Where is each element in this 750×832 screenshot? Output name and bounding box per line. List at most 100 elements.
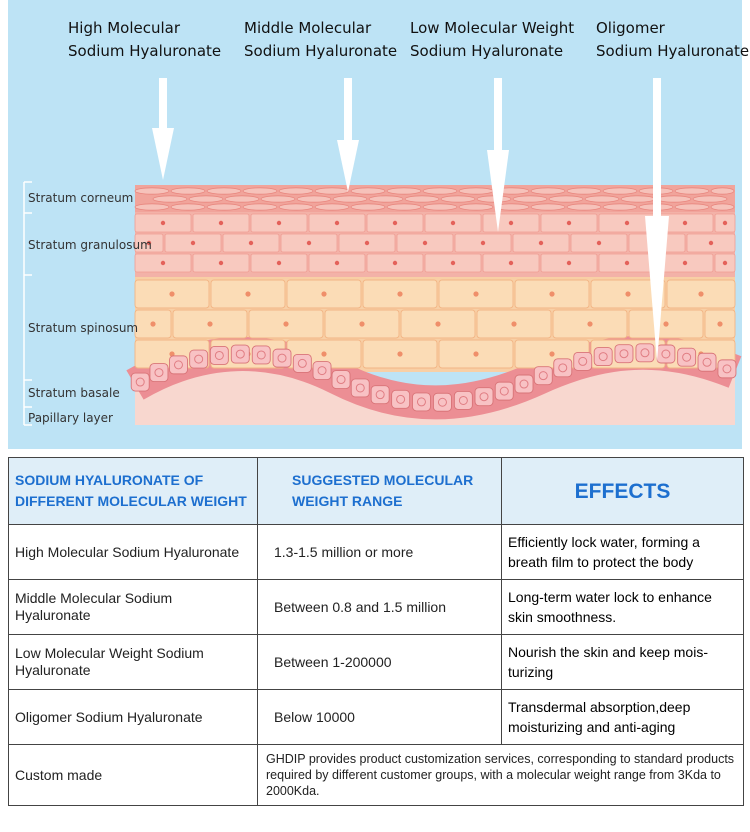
corneum-cell [620,195,656,203]
cell-nucleus [596,240,602,246]
cell-nucleus [235,349,245,359]
layer-bracket [23,181,32,426]
basale-cell [614,344,634,364]
corneum-cell [278,187,314,195]
cell-nucleus [549,291,555,297]
basale-cell [656,344,676,364]
basale-cell [593,347,613,367]
corneum-cell [548,195,584,203]
cell-nucleus [538,240,544,246]
corneum-cell [296,195,332,203]
table-row: Low Molecular Weight Sodium Hyaluronate … [8,634,744,690]
cell-nucleus [396,394,406,404]
corneum-cell [512,195,548,203]
cell-nucleus [538,371,548,381]
cell-nucleus [450,260,456,266]
basale-cell [432,392,452,412]
cell-nucleus [549,351,555,357]
corneum-cell [368,195,404,203]
basale-cell [130,372,150,392]
basale-cell [514,374,534,394]
low-molecular-arrow [487,78,509,232]
basale-cell [391,389,411,409]
header-middle-molecular: Middle Molecular Sodium Hyaluronate [244,17,397,63]
basale-cell [533,366,553,386]
corneum-cell [530,203,566,211]
cell-effect: Long-term water lock to enhance skin smo… [501,579,744,635]
table-row: Oligomer Sodium Hyaluronate Below 10000 … [8,689,744,745]
corneum-cell [566,203,602,211]
cell-nucleus [321,291,327,297]
corneum-cell [584,195,620,203]
corneum-cell [170,203,206,211]
cell-nucleus [558,363,568,373]
basale-cell [350,378,370,398]
cell-nucleus [392,220,398,226]
cell-nucleus [306,240,312,246]
cell-nucleus [566,220,572,226]
corneum-cell [674,203,710,211]
cell-range: Below 10000 [257,689,502,745]
cell-nucleus [190,240,196,246]
high-molecular-arrow [152,78,174,180]
basale-cell [412,392,431,412]
cell-nucleus [450,220,456,226]
corneum-cell [566,187,602,195]
cell-nucleus [283,321,289,327]
cell-nucleus [256,350,266,360]
cell-nucleus [480,240,486,246]
skin-layer-diagram [8,0,742,449]
header-line: Sodium Hyaluronate [68,42,222,60]
layer-label-basale: Stratum basale [28,386,120,400]
cell-custom-text: GHDIP provides product customization ser… [257,744,744,806]
cell-nucleus [624,220,630,226]
basale-cell [553,358,573,378]
corneum-cell [458,203,494,211]
corneum-cell [656,195,692,203]
cell-range: Between 0.8 and 1.5 million [257,579,502,635]
corneum-cell [350,187,386,195]
header-line: Low Molecular Weight [410,19,575,37]
cell-nucleus [297,358,307,368]
cell-nucleus [578,356,588,366]
corneum-cell [350,203,386,211]
cell-effect: Nourish the skin and keep mois-turizing [501,634,744,690]
cell-nucleus [218,260,224,266]
basale-cell [573,351,593,371]
cell-nucleus [150,321,156,327]
header-type: SODIUM HYALURONATE OF DIFFERENT MOLECULA… [8,457,258,525]
cell-nucleus [334,260,340,266]
header-high-molecular: High Molecular Sodium Hyaluronate [68,17,221,63]
molecular-weight-table: SODIUM HYALURONATE OF DIFFERENT MOLECULA… [8,457,744,806]
middle-molecular-arrow [337,78,359,192]
cell-effect: Efficiently lock water, forming a breath… [501,524,744,580]
cell-nucleus [663,321,669,327]
basale-cell [453,391,473,410]
header-line: Sodium Hyaluronate [596,42,750,60]
cell-nucleus [416,397,426,407]
basale-cell [677,347,697,367]
header-line: High Molecular [68,19,181,37]
skin-cross-section [126,185,742,425]
layer-label-granulosum: Stratum granulosum [28,238,152,252]
table-row-custom: Custom made GHDIP provides product custo… [8,744,744,806]
basale-cell [230,344,250,364]
cell-pattern [130,187,737,412]
cell-effect: Transdermal absorption,deep moisturizing… [501,689,744,745]
cell-nucleus [245,291,251,297]
corneum-cell [386,187,422,195]
corneum-cell [188,195,224,203]
cell-nucleus [702,357,712,367]
cell-type: Middle Molecular Sodium Hyaluronate [8,579,258,635]
corneum-cell [260,195,296,203]
cell-nucleus [321,351,327,357]
cell-nucleus [519,379,529,389]
header-low-molecular: Low Molecular Weight Sodium Hyaluronate [410,17,574,63]
corneum-cell [602,203,638,211]
corneum-cell [206,187,242,195]
cell-nucleus [276,220,282,226]
cell-range: 1.3-1.5 million or more [257,524,502,580]
corneum-cell [422,203,458,211]
cell-nucleus [437,397,447,407]
cell-nucleus [722,220,728,226]
